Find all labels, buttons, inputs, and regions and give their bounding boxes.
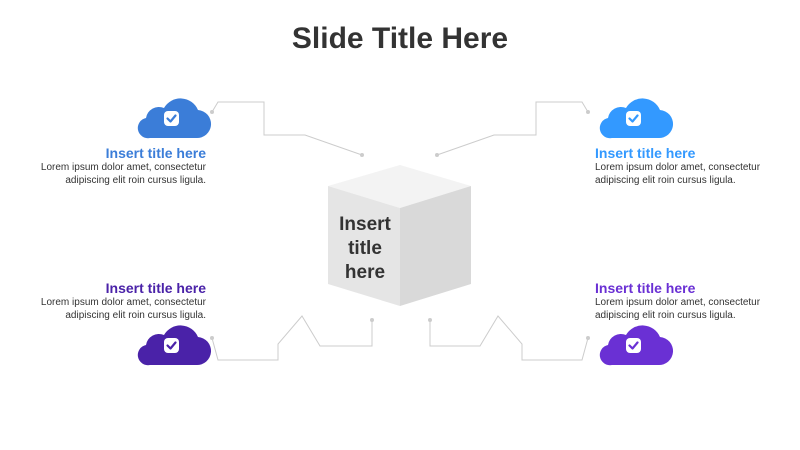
cloud-check-icon: [137, 325, 212, 366]
item-text-line: adipiscing elit roin cursus ligula.: [65, 174, 206, 186]
center-cube: [328, 165, 471, 306]
item-card-top-right: Insert title here Lorem ipsum dolor amet…: [595, 145, 795, 187]
item-title: Insert title here: [595, 280, 696, 296]
connector-top-right: [436, 101, 589, 156]
item-text-line: Lorem ipsum dolor amet, consectetur: [40, 162, 206, 173]
connector-dot: [210, 110, 214, 114]
connector-bottom-left: [211, 315, 373, 361]
cube-label-line: title: [348, 238, 382, 259]
item-card-bottom-right: Insert title here Lorem ipsum dolor amet…: [595, 280, 795, 322]
connector-dot: [435, 153, 439, 157]
check-mark: [166, 341, 177, 350]
item-title: Insert title here: [105, 145, 206, 161]
connector-top-left: [211, 101, 363, 156]
cloud-check-icon: [599, 325, 674, 366]
check-box: [164, 111, 179, 126]
cube-top-face: [328, 165, 471, 208]
check-box: [626, 111, 641, 126]
connector-bottom-right: [429, 315, 589, 361]
cube-label: Insert title here: [328, 213, 402, 285]
item-text-line: adipiscing elit roin cursus ligula.: [595, 309, 736, 321]
item-card-top-left: Insert title here Lorem ipsum dolor amet…: [6, 145, 206, 187]
connector-dot: [586, 336, 590, 340]
item-text-line: Lorem ipsum dolor amet, consectetur: [595, 297, 761, 308]
cube-left-face: [328, 186, 400, 306]
check-box: [626, 338, 641, 353]
item-text-line: Lorem ipsum dolor amet, consectetur: [40, 297, 206, 308]
connector-dot: [360, 153, 364, 157]
check-mark: [628, 114, 639, 123]
connector-dot: [586, 110, 590, 114]
cloud-check-icon: [599, 98, 674, 139]
item-text-line: adipiscing elit roin cursus ligula.: [595, 174, 736, 186]
cube-label-line: Insert: [339, 214, 391, 235]
item-title: Insert title here: [595, 145, 696, 161]
check-mark: [166, 114, 177, 123]
item-text-line: adipiscing elit roin cursus ligula.: [65, 309, 206, 321]
item-text-line: Lorem ipsum dolor amet, consectetur: [595, 162, 761, 173]
check-box: [164, 338, 179, 353]
cube-right-face: [400, 186, 471, 306]
cube-label-line: here: [344, 262, 386, 283]
item-card-bottom-left: Insert title here Lorem ipsum dolor amet…: [6, 280, 206, 322]
cloud-check-icon: [137, 98, 212, 139]
check-mark: [628, 341, 639, 350]
slide-title: Slide Title Here: [291, 22, 509, 55]
connector-dot: [428, 318, 432, 322]
connector-dot: [370, 318, 374, 322]
connector-dot: [210, 336, 214, 340]
item-title: Insert title here: [105, 280, 206, 296]
